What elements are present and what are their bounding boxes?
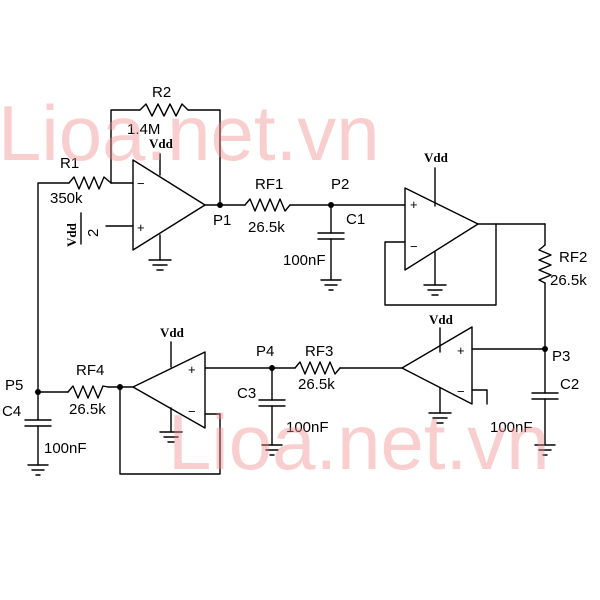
watermark-bottom: Lioa.net.vn xyxy=(168,398,550,486)
resistor-r2: R2 1.4M xyxy=(127,84,189,138)
opamp-1-vdd-label: Vdd xyxy=(149,136,174,151)
opamp-3-minus-pin: − xyxy=(457,384,465,399)
stage-3-wiring xyxy=(204,367,488,405)
opamp-1-minus-pin: − xyxy=(137,176,145,191)
node-opamp4-output-junction xyxy=(117,384,123,390)
opamp-1: − + xyxy=(132,159,206,251)
rf1-value: 26.5k xyxy=(248,219,285,236)
resistor-rf3: RF3 26.5k xyxy=(294,343,341,393)
r1-name: R1 xyxy=(60,155,79,172)
c3-value: 100nF xyxy=(286,419,329,436)
opamp-3: + − xyxy=(401,326,473,405)
opamp-4-supply: Vdd xyxy=(159,325,185,443)
opamp-4: + − xyxy=(132,351,206,429)
resistor-rf4: RF4 26.5k xyxy=(67,362,109,418)
opamp-4-vdd-label: Vdd xyxy=(160,325,185,340)
bias-denominator: 2 xyxy=(85,229,102,237)
bias-numerator: Vdd xyxy=(64,222,79,247)
p1-label: P1 xyxy=(213,212,231,229)
resistor-rf1: RF1 26.5k xyxy=(244,176,291,236)
stage-1-wiring xyxy=(37,109,406,393)
opamp-3-vdd-label: Vdd xyxy=(429,312,454,327)
opamp-2-minus-pin: − xyxy=(410,239,418,254)
c2-name: C2 xyxy=(560,376,579,393)
opamp-3-plus-pin: + xyxy=(457,343,465,358)
rf2-value: 26.5k xyxy=(550,272,587,289)
opamp-1-plus-pin: + xyxy=(137,220,145,235)
c3-name: C3 xyxy=(237,385,256,402)
rf2-name: RF2 xyxy=(559,249,587,266)
opamp-4-minus-pin: − xyxy=(188,404,196,419)
c2-value: 100nF xyxy=(490,419,533,436)
opamp-2-vdd-label: Vdd xyxy=(424,150,449,165)
opamp-3-supply: Vdd xyxy=(428,312,454,424)
opamp-1-supply: Vdd xyxy=(148,136,174,271)
resistor-rf2: RF2 26.5k xyxy=(538,244,587,289)
opamp-4-plus-pin: + xyxy=(188,362,196,377)
rf3-name: RF3 xyxy=(305,343,333,360)
r1-value: 350k xyxy=(50,190,83,207)
opamp-2: + − xyxy=(404,187,479,271)
node-p3 xyxy=(542,346,548,352)
capacitor-c2: C2 100nF xyxy=(490,376,579,456)
rf4-value: 26.5k xyxy=(69,401,106,418)
r2-value: 1.4M xyxy=(127,121,160,138)
opamp-2-supply: Vdd xyxy=(423,150,449,296)
capacitor-c3: C3 100nF xyxy=(237,367,329,456)
rf3-value: 26.5k xyxy=(298,376,335,393)
c1-name: C1 xyxy=(346,211,365,228)
rf4-name: RF4 xyxy=(76,362,104,379)
opamp-2-plus-pin: + xyxy=(410,197,418,212)
p4-label: P4 xyxy=(256,343,274,360)
watermark-top: Lioa.net.vn xyxy=(0,89,380,177)
c1-value: 100nF xyxy=(283,252,326,269)
p2-label: P2 xyxy=(331,176,349,193)
capacitor-c4: C4 100nF xyxy=(2,391,87,476)
capacitor-c1: C1 100nF xyxy=(283,204,365,291)
stage-2-wiring xyxy=(384,223,546,394)
p3-label: P3 xyxy=(552,348,570,365)
c4-value: 100nF xyxy=(44,440,87,457)
p5-label: P5 xyxy=(5,377,23,394)
vdd-half-bias: Vdd 2 xyxy=(64,212,102,247)
rf1-name: RF1 xyxy=(255,176,283,193)
resistor-r1: R1 350k xyxy=(50,155,112,207)
c4-name: C4 xyxy=(2,403,21,420)
node-p1 xyxy=(217,202,223,208)
r2-name: R2 xyxy=(152,84,171,101)
